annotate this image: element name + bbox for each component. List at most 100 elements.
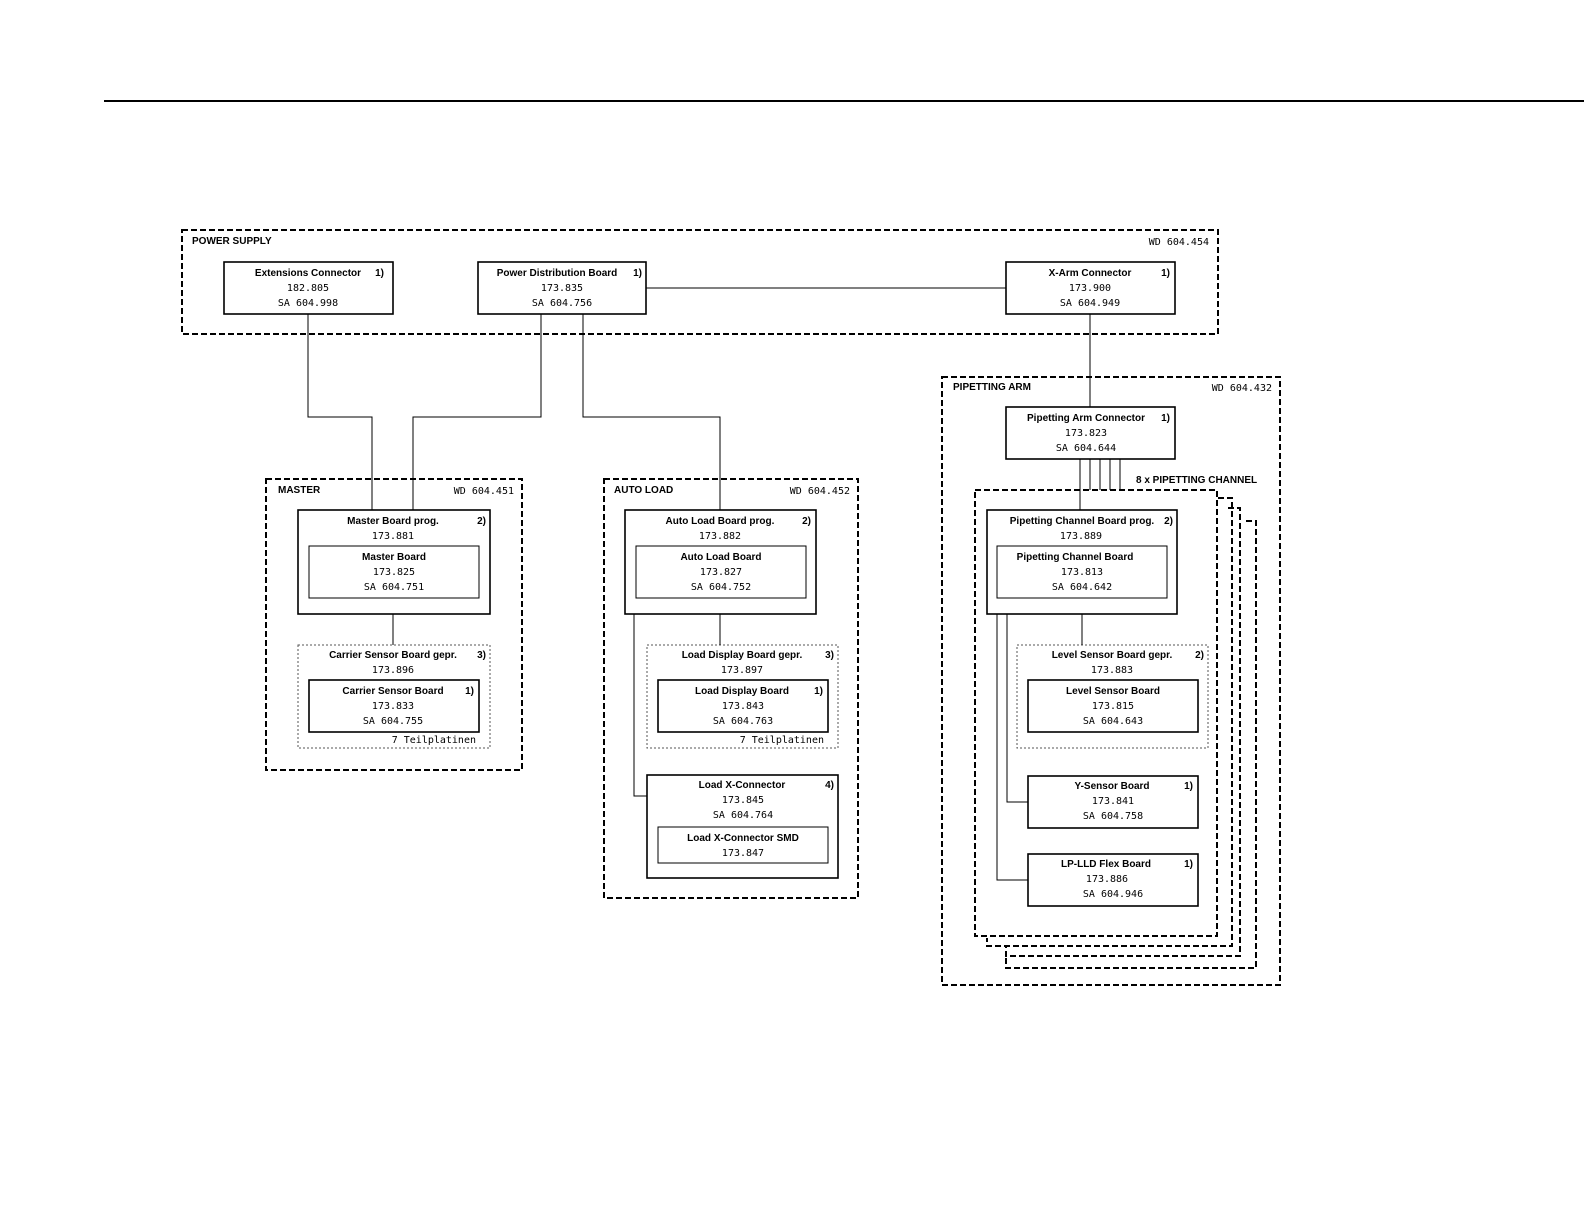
board-master-board: Master Board 173.825 SA 604.751 — [308, 545, 480, 599]
board-pipetting-channel-prog: Pipetting Channel Board prog. 2) 173.889… — [986, 509, 1178, 615]
board-note: 1) — [465, 686, 474, 697]
teilplatinen-note: 7 Teilplatinen — [392, 735, 476, 746]
part-number: 173.823 — [1065, 428, 1107, 439]
part-number: 173.889 — [1060, 531, 1102, 542]
board-load-display: Load Display Board 1) 173.843 SA 604.763 — [657, 679, 829, 733]
board-name: Carrier Sensor Board — [342, 686, 443, 697]
group-label: PIPETTING ARM — [953, 382, 1031, 393]
part-number: 173.882 — [699, 531, 741, 542]
board-name: Power Distribution Board — [497, 268, 618, 279]
board-load-x-connector-smd: Load X-Connector SMD 173.847 — [657, 826, 829, 864]
board-note: 2) — [802, 516, 811, 527]
board-name: Pipetting Channel Board — [1017, 552, 1134, 563]
board-note: 3) — [825, 650, 834, 661]
board-level-sensor: Level Sensor Board 173.815 SA 604.643 — [1027, 679, 1199, 733]
part-number: 173.835 — [541, 283, 583, 294]
board-note: 2) — [1195, 650, 1204, 661]
part-number: 173.825 — [373, 567, 415, 578]
group-label: AUTO LOAD — [614, 485, 673, 496]
part-number: 173.827 — [700, 567, 742, 578]
wd-number: WD 604.432 — [1212, 383, 1272, 394]
board-pipetting-channel: Pipetting Channel Board 173.813 SA 604.6… — [996, 545, 1168, 599]
part-number: 173.897 — [721, 665, 763, 676]
board-name: Load X-Connector SMD — [687, 833, 799, 844]
sa-number: SA 604.998 — [278, 298, 338, 309]
board-carrier-sensor-gepr: Carrier Sensor Board gepr. 3) 173.896 Ca… — [297, 644, 491, 749]
board-name: LP-LLD Flex Board — [1061, 859, 1151, 870]
board-name: Master Board — [362, 552, 426, 563]
part-number: 173.883 — [1091, 665, 1133, 676]
wd-number: WD 604.454 — [1149, 237, 1209, 248]
part-number: 173.896 — [372, 665, 414, 676]
part-number: 173.847 — [722, 848, 764, 859]
group-master: MASTER WD 604.451 Master Board prog. 2) … — [265, 478, 523, 771]
board-note: 1) — [1184, 859, 1193, 870]
sa-number: SA 604.642 — [1052, 582, 1112, 593]
board-lp-lld-flex: LP-LLD Flex Board 1) 173.886 SA 604.946 — [1027, 853, 1199, 907]
group-label: POWER SUPPLY — [192, 236, 272, 247]
board-name: Load X-Connector — [699, 780, 786, 791]
group-label: MASTER — [278, 485, 321, 496]
board-load-display-gepr: Load Display Board gepr. 3) 173.897 Load… — [646, 644, 839, 749]
group-pipetting-arm: PIPETTING ARM WD 604.432 Pipetting Arm C… — [941, 376, 1281, 986]
channel-stack-frames — [974, 489, 1257, 969]
board-load-x-connector: Load X-Connector 4) 173.845 SA 604.764 L… — [646, 774, 839, 879]
board-note: 1) — [814, 686, 823, 697]
sa-number: SA 604.946 — [1083, 889, 1143, 900]
board-x-arm-connector: X-Arm Connector 1) 173.900 SA 604.949 — [1005, 261, 1176, 315]
group-auto-load: AUTO LOAD WD 604.452 Auto Load Board pro… — [603, 478, 859, 899]
sa-number: SA 604.756 — [532, 298, 592, 309]
board-note: 1) — [1161, 268, 1170, 279]
board-name: Master Board prog. — [347, 516, 439, 527]
board-auto-load-board: Auto Load Board 173.827 SA 604.752 — [635, 545, 807, 599]
wd-number: WD 604.452 — [790, 486, 850, 497]
part-number: 173.900 — [1069, 283, 1111, 294]
sa-number: SA 604.755 — [363, 716, 423, 727]
board-name: Y-Sensor Board — [1074, 781, 1149, 792]
board-name: Load Display Board gepr. — [682, 650, 803, 661]
board-level-sensor-gepr: Level Sensor Board gepr. 2) 173.883 Leve… — [1016, 644, 1209, 749]
sa-number: SA 604.752 — [691, 582, 751, 593]
connection-lines — [307, 287, 1121, 881]
teilplatinen-note: 7 Teilplatinen — [740, 735, 824, 746]
part-number: 173.813 — [1061, 567, 1103, 578]
board-note: 1) — [633, 268, 642, 279]
board-pipetting-arm-connector: Pipetting Arm Connector 1) 173.823 SA 60… — [1005, 406, 1176, 460]
sa-number: SA 604.949 — [1060, 298, 1120, 309]
part-number: 173.843 — [722, 701, 764, 712]
board-name: Load Display Board — [695, 686, 789, 697]
part-number: 173.845 — [722, 795, 764, 806]
wd-number: WD 604.451 — [454, 486, 514, 497]
board-note: 2) — [1164, 516, 1173, 527]
part-number: 173.833 — [372, 701, 414, 712]
sa-number: SA 604.643 — [1083, 716, 1143, 727]
board-note: 1) — [1161, 413, 1170, 424]
board-note: 4) — [825, 780, 834, 791]
sa-number: SA 604.763 — [713, 716, 773, 727]
sa-number: SA 604.751 — [364, 582, 424, 593]
sa-number: SA 604.644 — [1056, 443, 1116, 454]
part-number: 173.881 — [372, 531, 414, 542]
board-name: Auto Load Board — [680, 552, 761, 563]
board-note: 1) — [375, 268, 384, 279]
board-note: 3) — [477, 650, 486, 661]
board-note: 2) — [477, 516, 486, 527]
board-power-distribution: Power Distribution Board 1) 173.835 SA 6… — [477, 261, 647, 315]
board-auto-load-board-prog: Auto Load Board prog. 2) 173.882 Auto Lo… — [624, 509, 817, 615]
sa-number: SA 604.758 — [1083, 811, 1143, 822]
part-number: 173.886 — [1086, 874, 1128, 885]
channel-multiplier-label: 8 x PIPETTING CHANNEL — [1136, 475, 1257, 486]
board-name: Carrier Sensor Board gepr. — [329, 650, 457, 661]
board-y-sensor: Y-Sensor Board 1) 173.841 SA 604.758 — [1027, 775, 1199, 829]
board-name: Pipetting Arm Connector — [1027, 413, 1145, 424]
board-name: Level Sensor Board gepr. — [1052, 650, 1173, 661]
part-number: 173.841 — [1092, 796, 1134, 807]
board-carrier-sensor: Carrier Sensor Board 1) 173.833 SA 604.7… — [308, 679, 480, 733]
board-note: 1) — [1184, 781, 1193, 792]
group-power-supply: POWER SUPPLY WD 604.454 Extensions Conne… — [181, 229, 1219, 335]
board-master-board-prog: Master Board prog. 2) 173.881 Master Boa… — [297, 509, 491, 615]
part-number: 173.815 — [1092, 701, 1134, 712]
board-name: Auto Load Board prog. — [666, 516, 775, 527]
board-name: Level Sensor Board — [1066, 686, 1160, 697]
